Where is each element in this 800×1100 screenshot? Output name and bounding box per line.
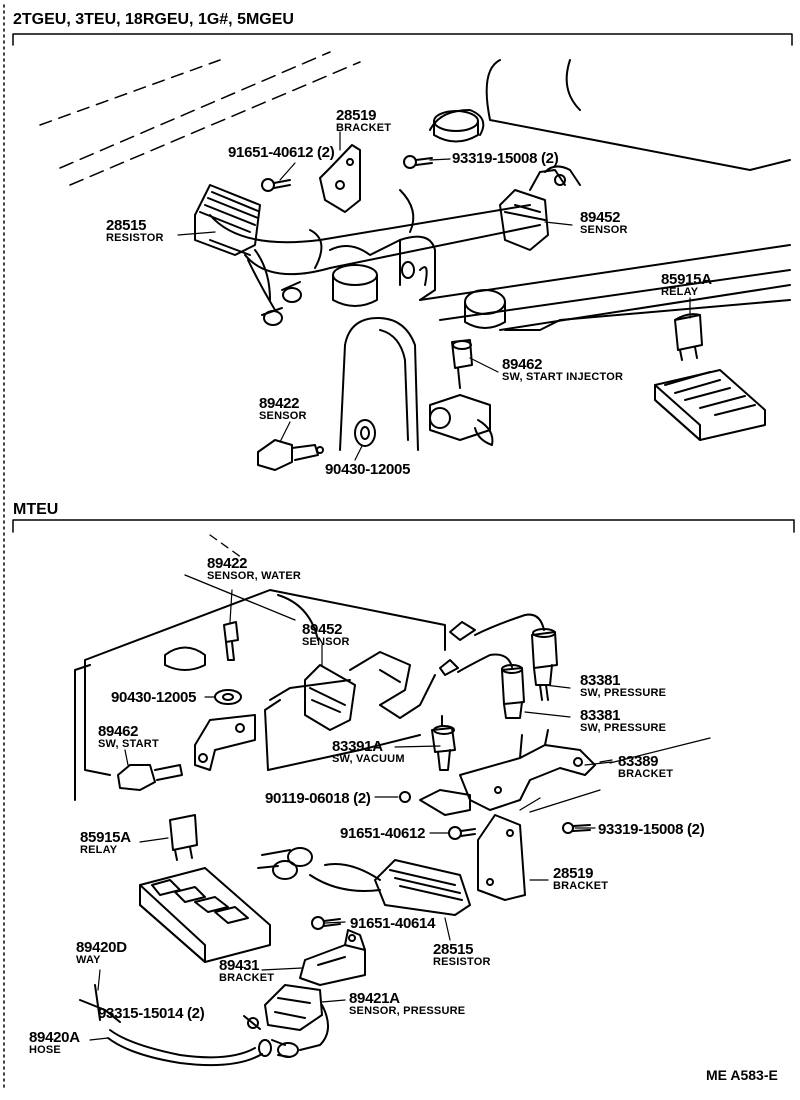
top-bolt-93319 (403, 155, 433, 169)
diagram-reference-code: ME A583-E (706, 1067, 778, 1083)
bottom-section-frame (12, 519, 795, 533)
part-label-b-85915a: 85915A RELAY (80, 829, 131, 856)
bottom-way-89420d (79, 969, 121, 1023)
part-label-t-89422: 89422 SENSOR (259, 395, 307, 422)
top-washer-90430 (354, 419, 376, 447)
top-bracket-28519 (319, 144, 361, 213)
bottom-switch-start-89462 (117, 749, 183, 791)
part-label-b-83391a: 83391A SW, VACUUM (332, 738, 405, 765)
bottom-hose-89420a (89, 1029, 272, 1067)
bottom-engine-body (74, 534, 446, 801)
bottom-bolt-93315 (243, 1015, 261, 1030)
top-engine-body (39, 51, 791, 451)
part-label-b-89420d: 89420D WAY (76, 939, 127, 966)
part-label-t-28515: 28515 RESISTOR (106, 217, 164, 244)
bottom-bolt-91651-40612 (448, 826, 476, 840)
part-label-b-91651a: 91651-40612 (340, 825, 426, 842)
top-relay-85915a (674, 313, 703, 361)
bottom-plate-90119 (374, 789, 471, 816)
part-label-t-85915a: 85915A RELAY (661, 271, 712, 298)
top-bolt-91651 (261, 178, 291, 192)
part-label-b-90119: 90119-06018 (2) (265, 790, 371, 807)
part-label-b-89462: 89462 SW, START (98, 723, 159, 750)
bottom-resistor-28515 (257, 847, 471, 941)
bottom-bracket-89431 (261, 929, 366, 986)
bottom-bracket-28519 (477, 814, 549, 901)
bottom-pressure-switch-b (439, 653, 525, 719)
top-resistor-28515 (194, 184, 302, 326)
top-section-title: 2TGEU, 3TEU, 18RGEU, 1G#, 5MGEU (13, 11, 294, 28)
top-sensor-89452 (499, 165, 581, 251)
top-switch-89462 (451, 339, 473, 389)
part-label-b-89452: 89452 SENSOR (302, 621, 350, 648)
bottom-relay-85915a (139, 814, 198, 861)
bottom-washer-90430 (204, 689, 242, 705)
top-leader-lines (177, 131, 691, 461)
part-label-t-89462: 89462 SW, START INJECTOR (502, 356, 624, 383)
top-sensor-89422 (257, 439, 324, 471)
part-label-b-89431: 89431 BRACKET (219, 957, 275, 984)
part-label-t-91651: 91651-40612 (2) (228, 144, 335, 161)
part-label-b-90430: 90430-12005 (111, 689, 197, 706)
bottom-pressure-sensor-89421a (264, 984, 346, 1058)
top-valve (429, 394, 494, 446)
part-label-t-90430: 90430-12005 (325, 461, 411, 478)
part-label-t-93319: 93319-15008 (2) (452, 150, 559, 167)
part-label-t-89452: 89452 SENSOR (580, 209, 628, 236)
part-label-b-83381a: 83381 SW, PRESSURE (580, 672, 667, 699)
bottom-sensor-89452 (304, 644, 436, 731)
part-label-b-89420a: 89420A HOSE (29, 1029, 80, 1056)
bottom-relay-block (139, 867, 271, 963)
bottom-pressure-switch-a (449, 613, 558, 701)
bottom-bracket-83389 (459, 729, 711, 813)
part-label-b-89421a: 89421A SENSOR, PRESSURE (349, 990, 466, 1017)
bottom-leader-lines (324, 684, 613, 924)
bottom-bolt-91651-40614 (311, 916, 341, 930)
bottom-sensor-water-89422 (223, 589, 239, 661)
part-label-b-83389: 83389 BRACKET (618, 753, 674, 780)
part-label-b-93315: 93315-15014 (2) (98, 1005, 205, 1022)
top-relay-block (654, 369, 766, 441)
bottom-small-bracket (194, 714, 256, 771)
part-label-b-83381b: 83381 SW, PRESSURE (580, 707, 667, 734)
bottom-bolt-93319 (562, 822, 591, 834)
top-section-frame (12, 33, 793, 46)
part-label-b-28519: 28519 BRACKET (553, 865, 609, 892)
part-label-b-91651b: 91651-40614 (350, 915, 436, 932)
part-label-b-93319: 93319-15008 (2) (598, 821, 705, 838)
part-label-b-89422: 89422 SENSOR, WATER (207, 555, 302, 582)
part-label-t-28519: 28519 BRACKET (336, 107, 392, 134)
bottom-section-title: MTEU (13, 501, 59, 518)
bottom-vacuum-switch-83391a (431, 715, 456, 771)
part-label-b-28515: 28515 RESISTOR (433, 941, 491, 968)
